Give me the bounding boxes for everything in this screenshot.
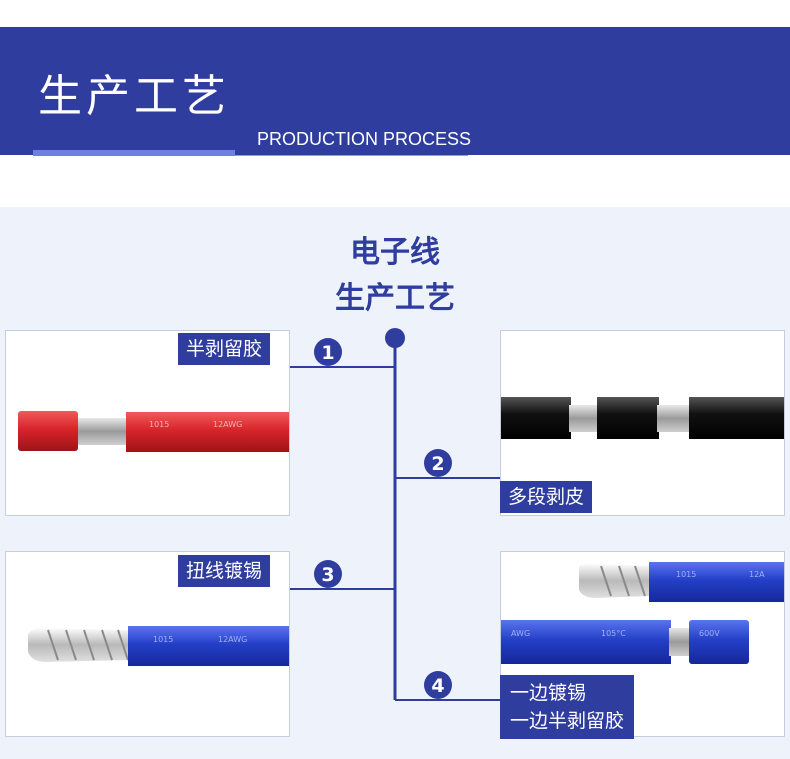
exposed-conductor-1 bbox=[569, 405, 599, 432]
tinned-conductor bbox=[28, 627, 130, 662]
blue-insulation bbox=[128, 626, 289, 666]
header-banner: 生产工艺 PRODUCTION PROCESS bbox=[0, 27, 790, 156]
step-label-1: 半剥留胶 bbox=[178, 333, 271, 365]
tinned-end bbox=[579, 563, 651, 598]
wire-print-4: 12AWG bbox=[218, 635, 247, 644]
step-label-4-line2: 一边半剥留胶 bbox=[510, 710, 625, 732]
blue-insulation-bottom bbox=[501, 620, 671, 664]
black-insulation-2 bbox=[597, 397, 659, 439]
blue-insulation-top bbox=[649, 562, 784, 602]
title-underline-thin bbox=[235, 155, 468, 156]
step-badge-4: 4 bbox=[424, 671, 452, 699]
title-underline bbox=[33, 150, 235, 156]
wire-print-8: 105°C bbox=[601, 629, 626, 638]
exposed-conductor-half bbox=[669, 628, 691, 656]
page-subtitle: PRODUCTION PROCESS bbox=[257, 129, 472, 149]
exposed-conductor bbox=[78, 418, 128, 445]
wire-print-2: 12AWG bbox=[213, 420, 242, 429]
step-badge-1: 1 bbox=[314, 338, 342, 366]
process-title-line2: 生产工艺 bbox=[335, 281, 455, 316]
black-insulation-1 bbox=[501, 397, 571, 439]
process-title-line1: 电子线 bbox=[350, 235, 440, 270]
step-number-4: 4 bbox=[431, 675, 444, 697]
black-insulation-3 bbox=[689, 397, 784, 439]
page-title: 生产工艺 bbox=[38, 71, 230, 122]
step-badge-2: 2 bbox=[424, 449, 452, 477]
wire-print-9: 600V bbox=[699, 629, 720, 638]
step-badge-3: 3 bbox=[314, 560, 342, 588]
exposed-conductor-2 bbox=[657, 405, 691, 432]
red-insulation-end bbox=[18, 411, 78, 451]
step-label-3: 扭线镀锡 bbox=[178, 555, 271, 587]
red-insulation bbox=[126, 412, 289, 452]
photo-blue-wire-combo: 1015 12A AWG 105°C 600V bbox=[500, 551, 785, 737]
step-label-2: 多段剥皮 bbox=[500, 481, 593, 513]
wire-print-1: 1015 bbox=[149, 420, 169, 429]
blue-insulation-cap bbox=[689, 620, 749, 664]
wire-print-3: 1015 bbox=[153, 635, 173, 644]
step-number-1: 1 bbox=[321, 342, 334, 364]
step-number-2: 2 bbox=[431, 453, 444, 475]
step-number-3: 3 bbox=[321, 564, 334, 586]
photo-black-wire bbox=[500, 330, 785, 516]
process-title: 电子线 生产工艺 bbox=[310, 230, 480, 322]
step-label-4: 一边镀锡 一边半剥留胶 bbox=[500, 675, 635, 739]
wire-print-7: AWG bbox=[511, 629, 530, 638]
wire-print-5: 1015 bbox=[676, 570, 696, 579]
wire-print-6: 12A bbox=[749, 570, 765, 579]
step-label-4-line1: 一边镀锡 bbox=[510, 682, 587, 704]
